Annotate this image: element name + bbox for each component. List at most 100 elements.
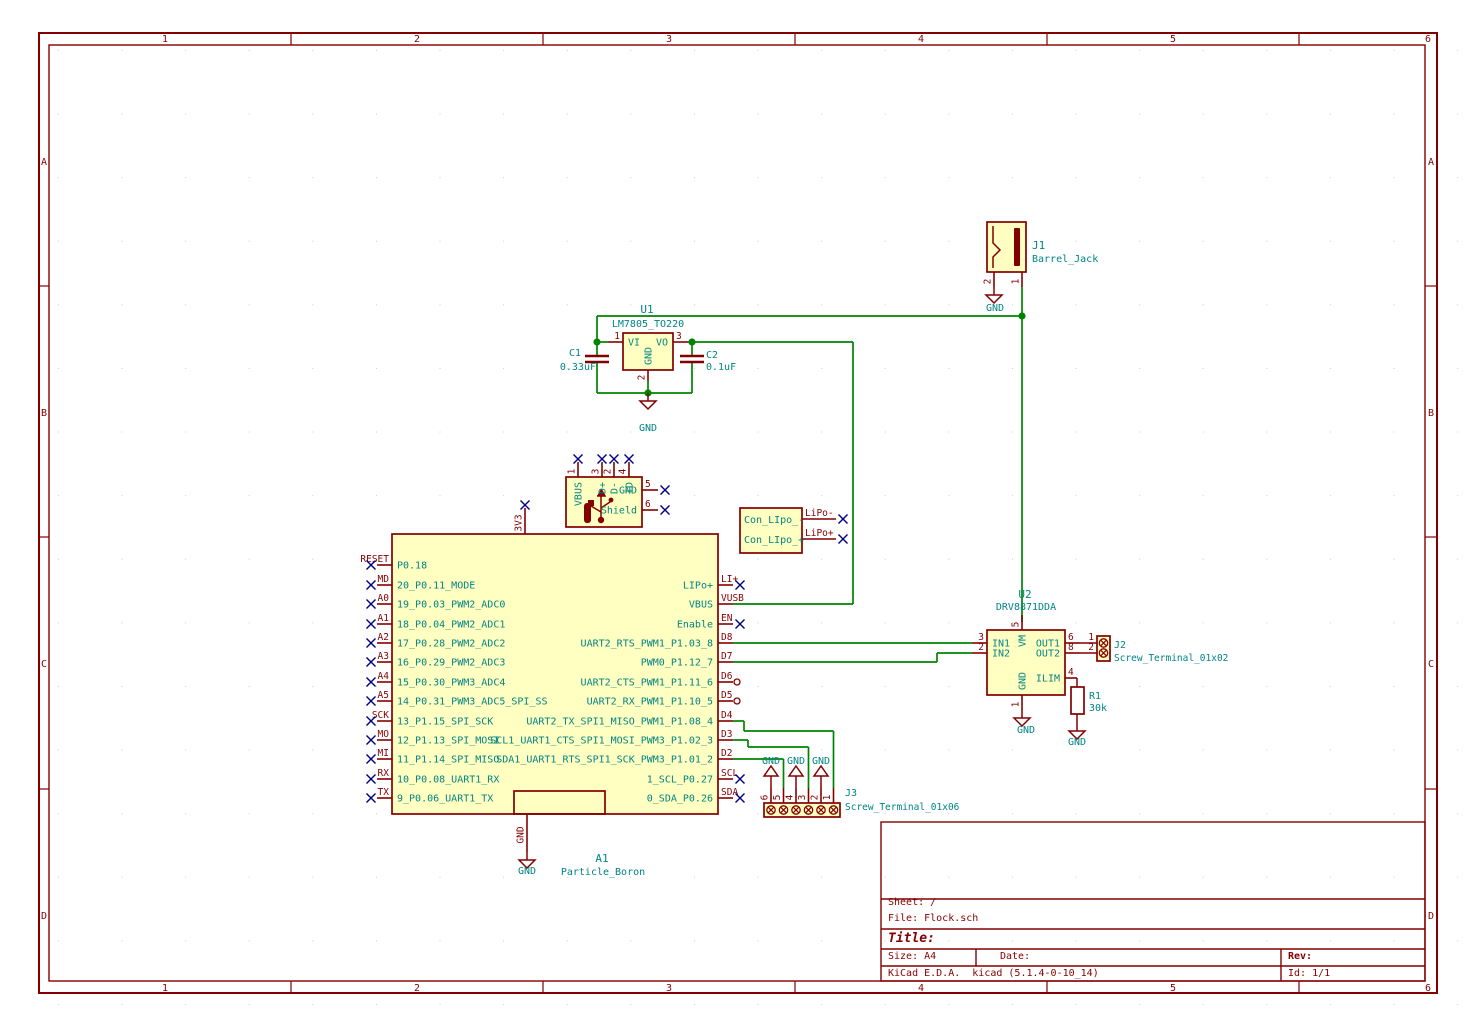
gnd-symbol-triangle[interactable] bbox=[1067, 730, 1087, 741]
u1-body[interactable] bbox=[622, 332, 674, 371]
j2-value[interactable]: Screw_Terminal_01x02 bbox=[1114, 653, 1228, 664]
usb-pin-dplus-number[interactable]: 3 bbox=[591, 469, 602, 475]
j3-screw[interactable] bbox=[828, 805, 839, 815]
a1-pin-md-number[interactable]: MD bbox=[378, 574, 390, 585]
no-connect-x[interactable] bbox=[366, 735, 376, 745]
usb-icon-branch[interactable] bbox=[600, 501, 611, 509]
u2-pin-vm-number[interactable]: 5 bbox=[1011, 622, 1022, 628]
u2-pin-out1-number[interactable]: 6 bbox=[1068, 632, 1074, 643]
u1-value[interactable]: LM7805_TO220 bbox=[612, 319, 684, 330]
no-connect-x[interactable] bbox=[520, 500, 530, 510]
a1-pin-a4-number[interactable]: A4 bbox=[378, 671, 390, 682]
a1-pin-a0-number[interactable]: A0 bbox=[378, 593, 390, 604]
gnd-symbol-triangle[interactable] bbox=[762, 764, 780, 777]
frame-column-label[interactable]: 5 bbox=[1170, 34, 1176, 45]
a1-pin-d7-name[interactable]: PWM0_P1.12_7 bbox=[641, 658, 713, 669]
a1-pin-d2-number[interactable]: D2 bbox=[721, 748, 732, 759]
a1-pin-scl-number[interactable]: SCL bbox=[721, 768, 738, 779]
no-connect-x[interactable] bbox=[366, 619, 376, 629]
u2-pin-ilim-name[interactable]: ILIM bbox=[1036, 674, 1060, 685]
u1-pin-vo-name[interactable]: VO bbox=[656, 338, 668, 349]
a1-pin-d2-name[interactable]: SDA1_UART1_RTS_SPI1_SCK_PWM3_P1.01_2 bbox=[496, 755, 713, 766]
a1-pin-a2-name[interactable]: 17_P0.28_PWM2_ADC2 bbox=[397, 639, 505, 650]
j3-body[interactable] bbox=[763, 802, 841, 818]
u2-pin-gnd-number[interactable]: 1 bbox=[1011, 701, 1022, 707]
frame-row-label[interactable]: A bbox=[1428, 157, 1434, 168]
a1-pin-reset-number[interactable]: RESET bbox=[360, 554, 389, 565]
no-connect-x[interactable] bbox=[624, 454, 634, 464]
a1-pin-md-name[interactable]: 20_P0.11_MODE bbox=[397, 581, 475, 592]
c1-value[interactable]: 0.33uF bbox=[560, 362, 596, 373]
j2-screw[interactable] bbox=[1098, 638, 1109, 648]
gnd-label[interactable]: GND bbox=[812, 756, 830, 767]
gnd-label[interactable]: GND bbox=[1017, 725, 1035, 736]
a1-pin-sda-number[interactable]: SDA bbox=[721, 787, 738, 798]
no-connect-x[interactable] bbox=[660, 485, 670, 495]
gnd-symbol-triangle[interactable] bbox=[812, 764, 830, 777]
j3-pin-5-number[interactable]: 5 bbox=[772, 795, 783, 801]
u1-pin-vo-number[interactable]: 3 bbox=[676, 331, 682, 342]
a1-pin-rx-number[interactable]: RX bbox=[378, 768, 390, 779]
no-connect-x[interactable] bbox=[366, 657, 376, 667]
u2-pin-in1-name[interactable]: IN1 bbox=[992, 639, 1010, 650]
usb-icon-plug[interactable] bbox=[584, 503, 591, 523]
usb-pin-dplus-name[interactable]: D+ bbox=[598, 482, 609, 494]
usb-pin-gnd-name[interactable]: GND bbox=[619, 486, 637, 497]
usb-icon-dot[interactable] bbox=[608, 497, 614, 503]
frame-column-label[interactable]: 3 bbox=[666, 34, 672, 45]
r1-value[interactable]: 30k bbox=[1089, 703, 1107, 714]
j3-screw[interactable] bbox=[803, 805, 814, 815]
j2-ref[interactable]: J2 bbox=[1114, 640, 1126, 651]
j3-screw[interactable] bbox=[778, 805, 789, 815]
frame-row-label[interactable]: D bbox=[41, 911, 47, 922]
u2-value[interactable]: DRV8871DDA bbox=[996, 602, 1056, 613]
u2-pin-out2-name[interactable]: OUT2 bbox=[1036, 649, 1060, 660]
a1-pin-rx-name[interactable]: 10_P0.08_UART1_RX bbox=[397, 775, 499, 786]
usb-pin-id-name[interactable]: ID bbox=[625, 482, 636, 494]
a1-pin-sck-number[interactable]: SCK bbox=[372, 710, 389, 721]
j3-ref[interactable]: J3 bbox=[845, 788, 857, 799]
a1-pin-d4-number[interactable]: D4 bbox=[721, 710, 733, 721]
a1-pin-vusb-number[interactable]: VUSB bbox=[721, 593, 744, 604]
no-connect-x[interactable] bbox=[366, 793, 376, 803]
usb-icon-branch[interactable] bbox=[590, 505, 602, 513]
u1-ref[interactable]: U1 bbox=[640, 303, 653, 316]
u2-pin-out1-name[interactable]: OUT1 bbox=[1036, 639, 1060, 650]
no-connect-x[interactable] bbox=[366, 696, 376, 706]
a1-pin-gnd-number[interactable]: GND bbox=[516, 826, 527, 843]
j3-value[interactable]: Screw_Terminal_01x06 bbox=[845, 802, 960, 813]
a1-pin-d5-open-end[interactable] bbox=[733, 697, 741, 705]
frame-column-label[interactable]: 5 bbox=[1170, 983, 1176, 994]
no-connect-x[interactable] bbox=[735, 580, 745, 590]
frame-row-label[interactable]: D bbox=[1428, 911, 1434, 922]
j1-jack-sleeve[interactable] bbox=[1014, 228, 1020, 266]
a1-pin-a1-number[interactable]: A1 bbox=[378, 613, 390, 624]
frame-column-label[interactable]: 6 bbox=[1425, 34, 1431, 45]
usb-pin-shield-number[interactable]: 6 bbox=[645, 499, 651, 510]
gnd-symbol-triangle[interactable] bbox=[638, 400, 658, 411]
gnd-label[interactable]: GND bbox=[986, 303, 1004, 314]
a1-pin-d3-name[interactable]: SCL1_UART1_CTS_SPI1_MOSI_PWM3_P1.02_3 bbox=[490, 736, 713, 747]
frame-row-label[interactable]: C bbox=[41, 659, 47, 670]
a1-pin-en-name[interactable]: Enable bbox=[677, 620, 713, 631]
no-connect-x[interactable] bbox=[735, 774, 745, 784]
a1-pin-d6-number[interactable]: D6 bbox=[721, 671, 733, 682]
conlipo-text-plus[interactable]: Con_LIpo_+ bbox=[744, 535, 804, 546]
frame-row-label[interactable]: B bbox=[1428, 408, 1434, 419]
a1-pin-scl-name[interactable]: 1_SCL_P0.27 bbox=[647, 775, 713, 786]
frame-column-label[interactable]: 4 bbox=[918, 34, 924, 45]
a1-pin-d3-number[interactable]: D3 bbox=[721, 729, 732, 740]
j1-ref[interactable]: J1 bbox=[1032, 239, 1045, 252]
usb-pin-gnd-number[interactable]: 5 bbox=[645, 479, 651, 490]
a1-pin-mi-number[interactable]: MI bbox=[378, 748, 389, 759]
a1-pin-a1-name[interactable]: 18_P0.04_PWM2_ADC1 bbox=[397, 620, 505, 631]
u1-pin-gnd-number[interactable]: 2 bbox=[637, 375, 648, 381]
a1-pin-mi-name[interactable]: 11_P1.14_SPI_MISO bbox=[397, 755, 499, 766]
j3-pin-6-number[interactable]: 6 bbox=[760, 794, 771, 800]
a1-pin-vusb-name[interactable]: VBUS bbox=[689, 600, 713, 611]
a1-pin-a0-name[interactable]: 19_P0.03_PWM2_ADC0 bbox=[397, 600, 505, 611]
a1-pin-a4-name[interactable]: 15_P0.30_PWM3_ADC4 bbox=[397, 678, 505, 689]
a1-pin-d6-name[interactable]: UART2_CTS_PWM1_P1.11_6 bbox=[581, 678, 713, 689]
no-connect-x[interactable] bbox=[597, 454, 607, 464]
a1-pin-d7-number[interactable]: D7 bbox=[721, 651, 732, 662]
